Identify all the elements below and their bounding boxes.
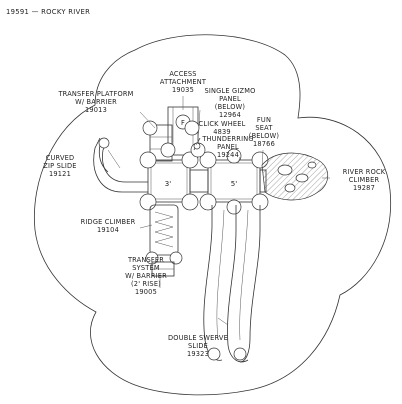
label-click-wheel: CLICK WHEEL 4839 [199, 120, 246, 136]
svg-text:19005: 19005 [135, 288, 157, 296]
deck-connector [189, 169, 209, 193]
label-ridge-climber: RIDGE CLIMBER 19104 [81, 218, 136, 234]
svg-text:RIVER ROCK: RIVER ROCK [343, 168, 386, 176]
svg-text:(2' RISE): (2' RISE) [131, 280, 161, 288]
label-double-swerve-slide: DOUBLE SWERVE SLIDE 19323 [168, 334, 228, 358]
transfer-system [151, 261, 175, 277]
deck-height-5ft: 5' [231, 180, 237, 188]
svg-text:19323: 19323 [187, 350, 209, 358]
svg-text:W/ BARRIER: W/ BARRIER [125, 272, 167, 280]
label-river-rock-climber: RIVER ROCK CLIMBER 19287 [343, 168, 386, 192]
svg-text:TRANSFER PLATFORM: TRANSFER PLATFORM [57, 90, 133, 98]
svg-text:PANEL: PANEL [219, 95, 241, 103]
label-single-gizmo: SINGLE GIZMO PANEL (BELOW) 12964 [205, 87, 256, 119]
svg-text:W/ BARRIER: W/ BARRIER [75, 98, 117, 106]
double-swerve-slide [203, 205, 261, 363]
curved-zip-slide [93, 137, 148, 193]
svg-text:(BELOW): (BELOW) [249, 132, 279, 140]
svg-text:19121: 19121 [49, 170, 71, 178]
svg-text:19287: 19287 [353, 184, 375, 192]
svg-text:4839: 4839 [213, 128, 231, 136]
river-rock-climber [261, 152, 329, 201]
svg-text:SYSTEM: SYSTEM [132, 264, 160, 272]
svg-text:SINGLE GIZMO: SINGLE GIZMO [205, 87, 256, 95]
svg-text:TRANSFER: TRANSFER [127, 256, 164, 264]
svg-text:PANEL: PANEL [217, 143, 239, 151]
use-zone-boundary [33, 34, 392, 396]
svg-text:SEAT: SEAT [255, 124, 273, 132]
svg-text:CLIMBER: CLIMBER [349, 176, 380, 184]
svg-text:CURVED: CURVED [46, 154, 75, 162]
fun-seat [259, 169, 267, 193]
svg-text:(BELOW): (BELOW) [215, 103, 245, 111]
label-curved-zip-slide: CURVED ZIP SLIDE 19121 [43, 154, 76, 178]
svg-text:SLIDE: SLIDE [188, 342, 208, 350]
deck-5ft: 5' [207, 159, 261, 203]
svg-text:DOUBLE SWERVE: DOUBLE SWERVE [168, 334, 228, 342]
svg-text:ZIP SLIDE: ZIP SLIDE [43, 162, 76, 170]
svg-text:12964: 12964 [219, 111, 241, 119]
svg-text:19104: 19104 [97, 226, 119, 234]
label-thunderring-panel: THUNDERRING PANEL 19244 [201, 135, 253, 159]
deck-height-3ft: 3' [165, 180, 171, 188]
svg-text:ATTACHMENT: ATTACHMENT [160, 78, 207, 86]
svg-text:THUNDERRING: THUNDERRING [201, 135, 253, 143]
svg-text:ACCESS: ACCESS [169, 70, 196, 78]
deck-posts [139, 120, 269, 215]
access-marker: F [181, 119, 185, 127]
svg-text:19013: 19013 [85, 106, 107, 114]
ridge-climber [145, 204, 183, 265]
svg-text:19035: 19035 [172, 86, 194, 94]
svg-text:CLICK WHEEL: CLICK WHEEL [199, 120, 246, 128]
svg-text:FUN: FUN [257, 116, 271, 124]
label-transfer-system: TRANSFER SYSTEM W/ BARRIER (2' RISE) 190… [125, 256, 167, 296]
drawing-title: 19591 — ROCKY RIVER [6, 8, 90, 16]
label-fun-seat: FUN SEAT (BELOW) 18766 [249, 116, 279, 148]
label-access-attachment: ACCESS ATTACHMENT 19035 [160, 70, 207, 94]
svg-text:RIDGE CLIMBER: RIDGE CLIMBER [81, 218, 136, 226]
label-transfer-platform: TRANSFER PLATFORM W/ BARRIER 19013 [57, 90, 133, 114]
leader-lines [107, 96, 330, 326]
deck-3ft: 3' [147, 159, 191, 203]
svg-text:19244: 19244 [217, 151, 239, 159]
svg-text:18766: 18766 [253, 140, 275, 148]
